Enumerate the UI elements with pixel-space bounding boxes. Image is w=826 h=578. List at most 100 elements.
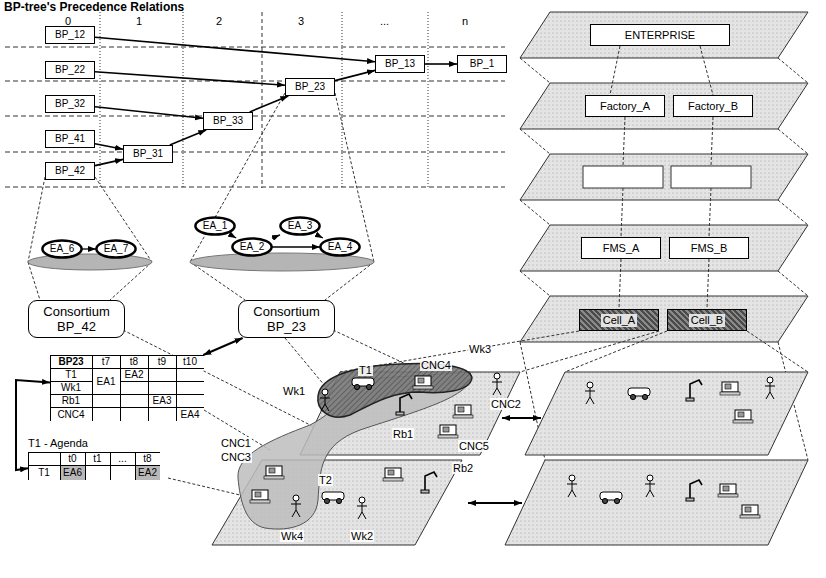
activity-oval: EA_2	[232, 238, 272, 256]
drawing-stroke	[51, 356, 93, 369]
activity-oval: EA_7	[96, 240, 136, 258]
table-text: EA4	[181, 409, 200, 420]
drawing-stroke	[497, 379, 498, 388]
drawing-stroke	[765, 386, 775, 387]
resource-label: CNC5	[458, 440, 490, 452]
drawing-stroke	[61, 466, 86, 481]
level-box: FMS_A	[581, 237, 661, 259]
drawing-stroke	[572, 481, 573, 490]
precedence-arrow	[250, 96, 289, 112]
drawing-stroke	[722, 382, 738, 392]
precedence-arrow	[95, 144, 123, 149]
process-box: BP_32	[45, 95, 95, 113]
drawing-stroke	[718, 494, 738, 497]
table-cell: t10	[176, 355, 204, 368]
cnc-machine	[264, 466, 284, 479]
drawing-stroke	[93, 408, 121, 422]
consortium-box: Consortium BP_23	[238, 300, 335, 338]
drawing-stroke	[321, 404, 325, 411]
table-cell: T1	[50, 368, 92, 381]
table-cell: t8	[120, 355, 148, 368]
drawing-stroke	[250, 500, 270, 503]
drawing-stroke	[325, 404, 329, 411]
drawing-stroke	[614, 498, 619, 503]
drawing-stroke	[686, 498, 694, 501]
consortium-box: Consortium BP_42	[28, 300, 125, 338]
drawing-stroke	[320, 398, 330, 399]
drawing-stroke	[51, 356, 204, 421]
table-cell: EA6	[60, 465, 85, 480]
time-step: 0	[65, 15, 71, 27]
drawing-stroke	[745, 507, 751, 512]
drawing-stroke	[690, 480, 702, 498]
level-box: ENTERPRISE	[590, 24, 730, 46]
drawing-stroke	[740, 515, 760, 518]
drawing-stroke	[149, 395, 177, 408]
drawing-stroke	[642, 394, 647, 399]
drawing-stroke	[29, 453, 160, 480]
table-text: t10	[183, 356, 197, 367]
drawing-stroke	[362, 503, 363, 512]
precedence-arrow	[95, 107, 203, 119]
drawing-stroke	[336, 498, 341, 503]
table-heading: T1 - Agenda	[28, 436, 88, 451]
hierarchy-planes	[520, 12, 808, 342]
drawing-stroke	[177, 408, 205, 422]
cell-box: Cell_B	[667, 309, 747, 331]
drawing-stroke	[720, 484, 736, 494]
drawing-stroke	[232, 238, 271, 255]
node-label: ENTERPRISE	[625, 29, 695, 42]
robot-arm	[421, 472, 437, 493]
table-text: Wk1	[61, 382, 81, 393]
drawing-stroke	[567, 484, 577, 485]
drawing-stroke	[650, 490, 654, 497]
drawing-stroke	[149, 356, 177, 369]
precedence-arrow	[95, 37, 375, 62]
drawing-stroke	[440, 425, 456, 435]
drawing-stroke	[121, 382, 149, 395]
drawing-stroke	[93, 356, 121, 369]
table-cell: Wk1	[50, 381, 92, 394]
drawing-stroke	[497, 388, 501, 395]
drawing-stroke	[269, 468, 275, 473]
table-cell: ...	[110, 452, 135, 465]
cnc-machine	[740, 505, 760, 518]
cnc-machine	[413, 376, 433, 389]
time-step: 1	[136, 15, 142, 27]
drawing-stroke	[493, 388, 497, 395]
table-text: EA2	[138, 467, 157, 478]
worker-figure	[357, 497, 367, 519]
table-cell: Rb1	[50, 394, 92, 407]
table-text: EA6	[63, 467, 82, 478]
level-box: FMS_B	[669, 237, 749, 259]
node-label: BP_23	[295, 81, 325, 93]
drawing-stroke	[252, 490, 268, 500]
drawing-stroke	[177, 369, 205, 382]
process-box: BP_41	[45, 130, 95, 148]
drawing-stroke	[686, 398, 694, 401]
table-text: EA2	[125, 369, 144, 380]
drawing-stroke	[325, 395, 326, 404]
precedence-arrow	[425, 63, 457, 65]
table-text: T1 - Agenda	[28, 438, 88, 449]
drawing-stroke	[494, 373, 500, 379]
table-text: t7	[102, 356, 110, 367]
resource-label: CNC1	[220, 437, 252, 449]
shop-floors	[212, 372, 808, 545]
process-box: BP_1	[457, 55, 507, 73]
robot-arm	[686, 480, 702, 501]
table-text: t1	[93, 453, 101, 464]
drawing-stroke	[366, 384, 371, 389]
drawing-stroke	[742, 505, 758, 515]
table-cell: t0	[60, 452, 85, 465]
cnc-machine	[250, 490, 270, 503]
precedence-arrow	[317, 235, 323, 238]
drawing-stroke	[86, 453, 111, 466]
schedule-table: T1 - Agendat0t1...t8T1EA6EA2	[28, 436, 160, 480]
table-cell: EA4	[176, 407, 204, 421]
node-label: BP_32	[55, 98, 85, 110]
diagram-title: BP-tree's Precedence Relations	[4, 1, 184, 14]
drawing-stroke	[29, 453, 61, 466]
